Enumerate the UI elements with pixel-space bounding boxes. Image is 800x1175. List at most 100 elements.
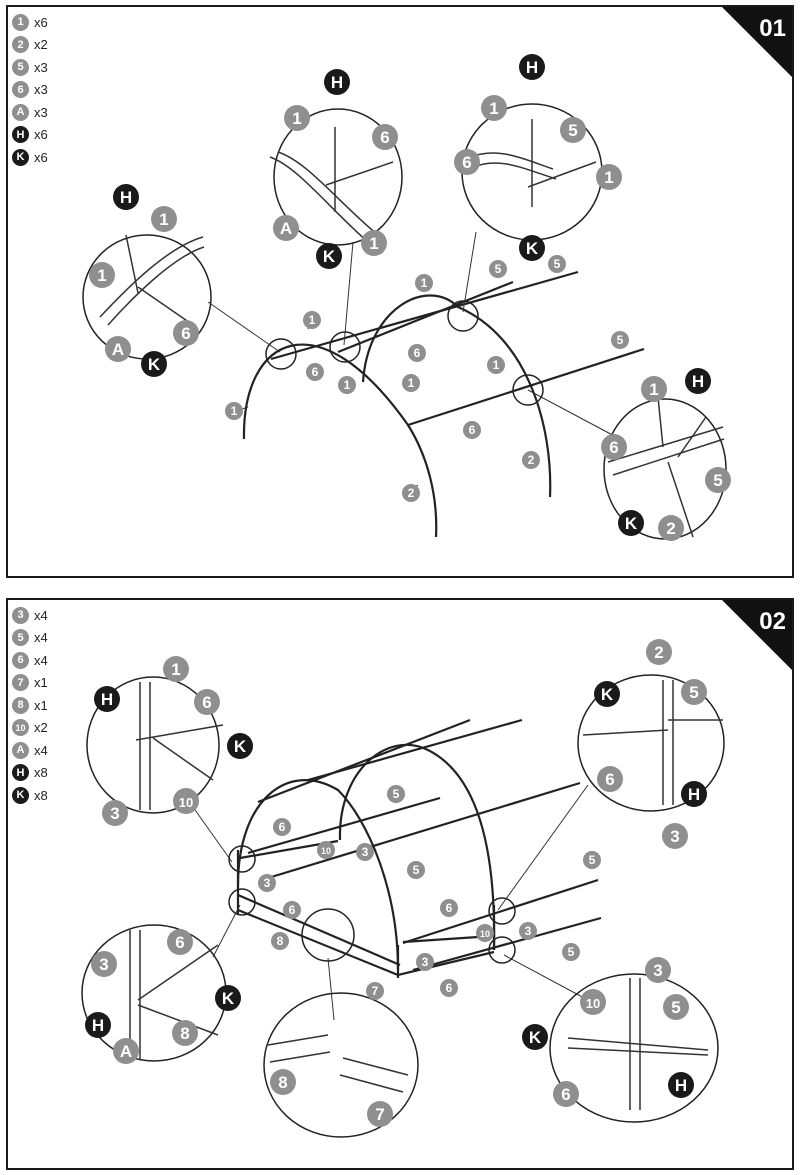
part-badge: 1 <box>12 13 29 31</box>
svg-text:K: K <box>625 514 638 533</box>
frame-tubes <box>242 270 645 538</box>
part-quantity: x8 <box>34 765 48 781</box>
svg-text:5: 5 <box>393 787 400 801</box>
ridge-bar-5b <box>337 280 514 354</box>
svg-text:10: 10 <box>480 929 490 939</box>
part-badge: 5 <box>12 58 29 76</box>
svg-text:H: H <box>120 188 132 207</box>
svg-text:1: 1 <box>309 313 316 327</box>
svg-text:3: 3 <box>110 804 119 823</box>
svg-text:3: 3 <box>422 955 429 969</box>
svg-text:10: 10 <box>321 846 331 856</box>
legend-row: 8 x1 <box>12 694 48 717</box>
svg-text:K: K <box>148 355 161 374</box>
svg-text:K: K <box>222 989 235 1008</box>
svg-text:7: 7 <box>375 1105 384 1124</box>
front-arch-tube <box>236 779 400 971</box>
part-badge: 3 <box>12 606 29 624</box>
step-number: 01 <box>759 15 786 42</box>
svg-text:H: H <box>692 372 704 391</box>
part-badge: 10 <box>12 719 29 737</box>
legend-row: 7 x1 <box>12 672 48 695</box>
svg-text:6: 6 <box>312 365 319 379</box>
part-badge: A <box>12 741 29 759</box>
svg-text:A: A <box>112 340 124 359</box>
part-quantity: x6 <box>34 127 48 143</box>
svg-text:K: K <box>601 685 614 704</box>
svg-text:H: H <box>526 58 538 77</box>
svg-text:1: 1 <box>408 376 415 390</box>
svg-text:A: A <box>120 1042 132 1061</box>
part-labels: 610 35 53 68 610 33 67 55 16 310 25 63 6… <box>85 639 707 1127</box>
frame-tubes <box>236 718 602 978</box>
zoom-details <box>129 680 723 1110</box>
svg-text:5: 5 <box>413 863 420 877</box>
svg-text:5: 5 <box>495 262 502 276</box>
svg-text:1: 1 <box>369 234 378 253</box>
svg-text:A: A <box>280 219 292 238</box>
base-rail-7 <box>237 908 495 977</box>
svg-text:6: 6 <box>605 770 614 789</box>
svg-text:6: 6 <box>561 1085 570 1104</box>
part-badge: 2 <box>12 36 29 54</box>
svg-text:1: 1 <box>292 109 301 128</box>
part-quantity: x1 <box>34 697 48 713</box>
svg-text:7: 7 <box>372 984 379 998</box>
svg-text:K: K <box>526 239 539 258</box>
svg-text:5: 5 <box>617 333 624 347</box>
part-badge: 8 <box>12 696 29 714</box>
part-quantity: x3 <box>34 59 48 75</box>
svg-text:K: K <box>234 737 247 756</box>
legend-row: 5 x4 <box>12 627 48 650</box>
part-badge: 5 <box>12 629 29 647</box>
back-arch-tube <box>338 743 496 951</box>
svg-text:1: 1 <box>421 276 428 290</box>
svg-text:8: 8 <box>180 1024 189 1043</box>
legend-row: 3 x4 <box>12 604 48 627</box>
part-badge: 7 <box>12 674 29 692</box>
svg-text:6: 6 <box>414 346 421 360</box>
svg-text:5: 5 <box>713 471 722 490</box>
svg-text:H: H <box>675 1076 687 1095</box>
svg-text:6: 6 <box>462 153 471 172</box>
svg-text:10: 10 <box>179 795 193 810</box>
svg-text:10: 10 <box>586 996 600 1011</box>
svg-text:8: 8 <box>277 934 284 948</box>
svg-text:K: K <box>323 247 336 266</box>
svg-text:6: 6 <box>181 324 190 343</box>
part-quantity: x1 <box>34 675 48 691</box>
part-badge: 6 <box>12 81 29 99</box>
svg-text:5: 5 <box>671 998 680 1017</box>
part-badge: H <box>12 126 29 144</box>
svg-text:6: 6 <box>380 128 389 147</box>
part-quantity: x8 <box>34 787 48 803</box>
part-quantity: x6 <box>34 149 48 165</box>
zoom-details <box>99 119 725 538</box>
side-bar-5 <box>407 347 645 427</box>
svg-text:1: 1 <box>489 99 498 118</box>
part-badge: H <box>12 764 29 782</box>
svg-text:2: 2 <box>654 643 663 662</box>
part-quantity: x4 <box>34 652 48 668</box>
svg-text:3: 3 <box>99 955 108 974</box>
svg-text:1: 1 <box>97 266 106 285</box>
svg-text:K: K <box>529 1028 542 1047</box>
svg-text:6: 6 <box>446 981 453 995</box>
front-arch-tube <box>242 343 438 538</box>
svg-text:1: 1 <box>344 378 351 392</box>
part-quantity: x6 <box>34 14 48 30</box>
part-quantity: x4 <box>34 630 48 646</box>
svg-text:5: 5 <box>568 121 577 140</box>
frame-assembly-diagram: 610 35 53 68 610 33 67 55 16 310 25 63 6… <box>81 639 725 1138</box>
part-quantity: x4 <box>34 607 48 623</box>
legend-row: 1 x6 <box>12 11 48 34</box>
